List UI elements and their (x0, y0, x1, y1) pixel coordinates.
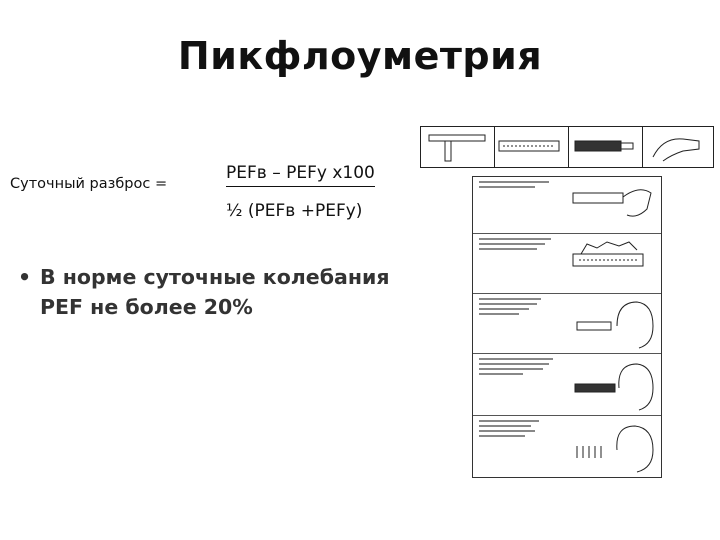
peak-flow-meter-top-icon (495, 127, 569, 167)
formula-denominator: ½ (PEFв +PEFу) (226, 201, 363, 221)
usage-step (473, 177, 661, 233)
usage-steps-panel (472, 176, 662, 478)
bullet-marker: • (18, 265, 32, 289)
peak-flow-meter-mouthpiece-icon (569, 127, 643, 167)
patient-inhale-icon (576, 301, 654, 349)
peak-flow-meter-hand-icon (643, 127, 716, 167)
formula-label: Суточный разброс = (10, 176, 168, 192)
device-strip (420, 126, 714, 168)
usage-step (473, 233, 661, 294)
patient-repeat-icon (576, 425, 654, 473)
bullet-text: В норме суточные колебания PEF не более … (40, 265, 390, 319)
usage-step (473, 415, 661, 478)
norm-bullet: • В норме суточные колебания PEF не боле… (18, 262, 418, 322)
slide-title: Пикфлоуметрия (177, 34, 543, 78)
patient-exhale-icon (574, 363, 654, 411)
usage-step (473, 293, 661, 354)
peak-flow-meter-side-icon (421, 127, 495, 167)
usage-step (473, 353, 661, 416)
hand-holding-meter-icon (572, 189, 652, 217)
formula-numerator: PEFв – PEFу х100 (226, 163, 375, 187)
meter-scale-icon (572, 241, 644, 267)
formula-fraction: PEFв – PEFу х100 ½ (PEFв +PEFу) (226, 163, 375, 221)
